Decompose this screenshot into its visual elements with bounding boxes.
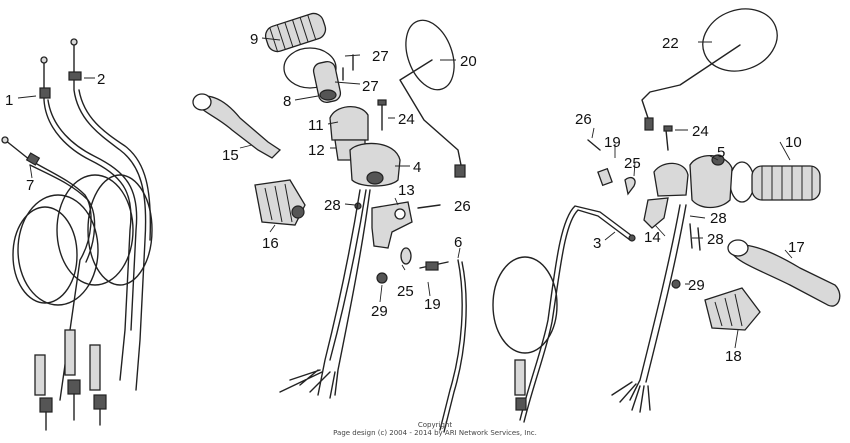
callout-14: 14 — [644, 229, 661, 246]
callout-labels: 1 2 7 9 27 27 20 8 11 24 15 12 4 13 28 2… — [5, 31, 805, 365]
callout-5: 5 — [717, 144, 725, 161]
callout-25-left: 25 — [397, 283, 414, 300]
leader-lines — [17, 37, 793, 349]
callout-27-top: 27 — [372, 48, 389, 65]
callout-29-left: 29 — [371, 303, 388, 320]
callout-3: 3 — [593, 235, 601, 252]
callout-19-right: 19 — [604, 134, 621, 151]
callout-18: 18 — [725, 348, 742, 365]
callout-19-left: 19 — [424, 296, 441, 313]
callout-29-right: 29 — [688, 277, 705, 294]
callout-27-bottom: 27 — [362, 78, 379, 95]
callout-6: 6 — [454, 234, 462, 251]
callout-24-right: 24 — [692, 123, 709, 140]
callout-20: 20 — [460, 53, 477, 70]
callout-4: 4 — [413, 159, 421, 176]
copyright-line-1: Copyright — [417, 421, 453, 429]
callout-13: 13 — [398, 182, 415, 199]
callout-24-left: 24 — [398, 111, 415, 128]
callout-26-right: 26 — [575, 111, 592, 128]
callout-28-left: 28 — [324, 197, 341, 214]
callout-8: 8 — [283, 93, 291, 110]
callout-2: 2 — [97, 71, 105, 88]
callout-22: 22 — [662, 35, 679, 52]
callout-16: 16 — [262, 235, 279, 252]
callout-17: 17 — [788, 239, 805, 256]
callout-25-right: 25 — [624, 155, 641, 172]
right-switch-assembly — [492, 8, 841, 423]
callout-11: 11 — [308, 117, 324, 134]
callout-28-right-top: 28 — [710, 210, 727, 227]
callout-10: 10 — [785, 134, 802, 151]
callout-1: 1 — [5, 92, 13, 109]
callout-26-left: 26 — [454, 198, 471, 215]
callout-12: 12 — [308, 142, 325, 159]
callout-15: 15 — [222, 147, 239, 164]
callout-28-right-bottom: 28 — [707, 231, 724, 248]
throttle-cables — [1, 38, 153, 431]
callout-9: 9 — [250, 31, 258, 48]
left-switch-assembly — [192, 12, 467, 433]
callout-7: 7 — [26, 177, 34, 194]
copyright-line-2: Page design (c) 2004 - 2014 by ARI Netwo… — [333, 429, 537, 437]
